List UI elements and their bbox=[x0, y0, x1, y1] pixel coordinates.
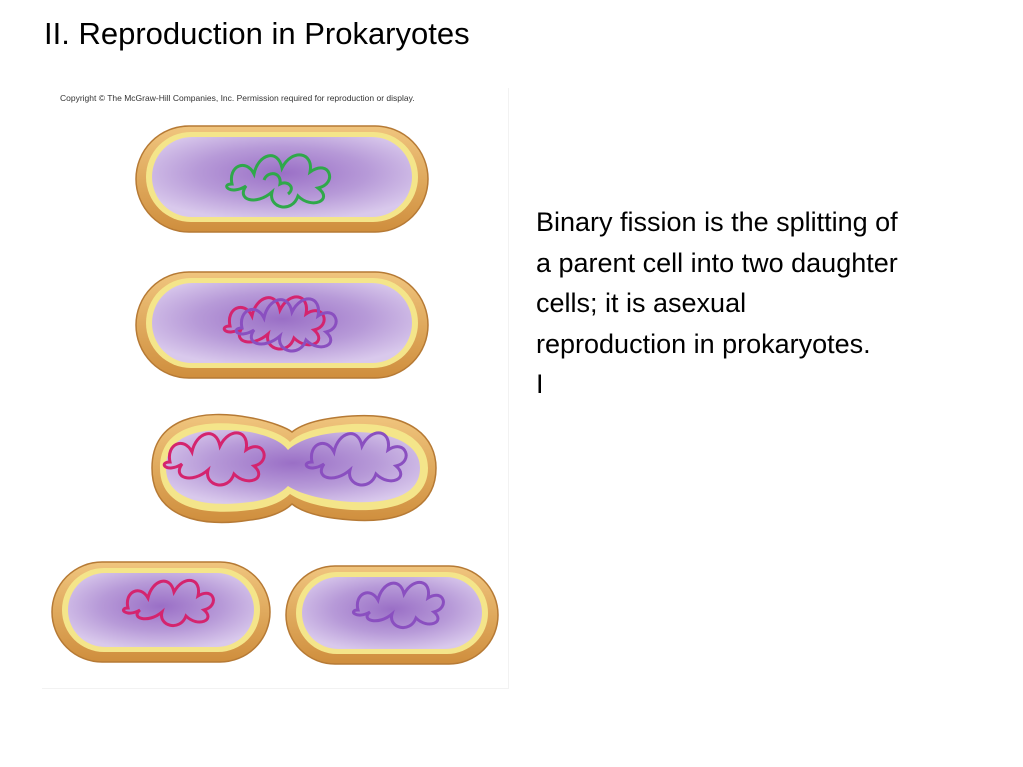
slide-title: II. Reproduction in Prokaryotes bbox=[44, 16, 470, 51]
body-text: Binary fission is the splitting of a par… bbox=[536, 202, 1006, 405]
dna-loop-magenta bbox=[222, 295, 326, 351]
body-line: Binary fission is the splitting of bbox=[536, 207, 898, 237]
dna-loop-magenta-left bbox=[162, 431, 266, 487]
fission-illustration bbox=[51, 125, 499, 665]
body-line: cells; it is asexual bbox=[536, 288, 747, 318]
dna-loop-green bbox=[225, 153, 331, 209]
body-line: a parent cell into two daughter bbox=[536, 247, 898, 278]
dividing-cell bbox=[151, 413, 437, 524]
binary-fission-figure: Copyright © The McGraw-Hill Companies, I… bbox=[42, 88, 509, 689]
daughter-cell-right bbox=[285, 565, 499, 665]
copyright-notice: Copyright © The McGraw-Hill Companies, I… bbox=[60, 93, 415, 103]
text-cursor-mark: I bbox=[536, 369, 544, 399]
daughter-cell-left bbox=[51, 561, 271, 663]
parent-cell bbox=[135, 125, 429, 233]
dna-loop-purple-daughter bbox=[352, 581, 445, 629]
dna-loop-purple-right bbox=[304, 431, 408, 487]
dna-loop-purple bbox=[234, 297, 338, 353]
dna-loop-magenta-daughter bbox=[122, 579, 215, 627]
replicating-cell bbox=[135, 271, 429, 379]
body-line: reproduction in prokaryotes. bbox=[536, 328, 871, 359]
